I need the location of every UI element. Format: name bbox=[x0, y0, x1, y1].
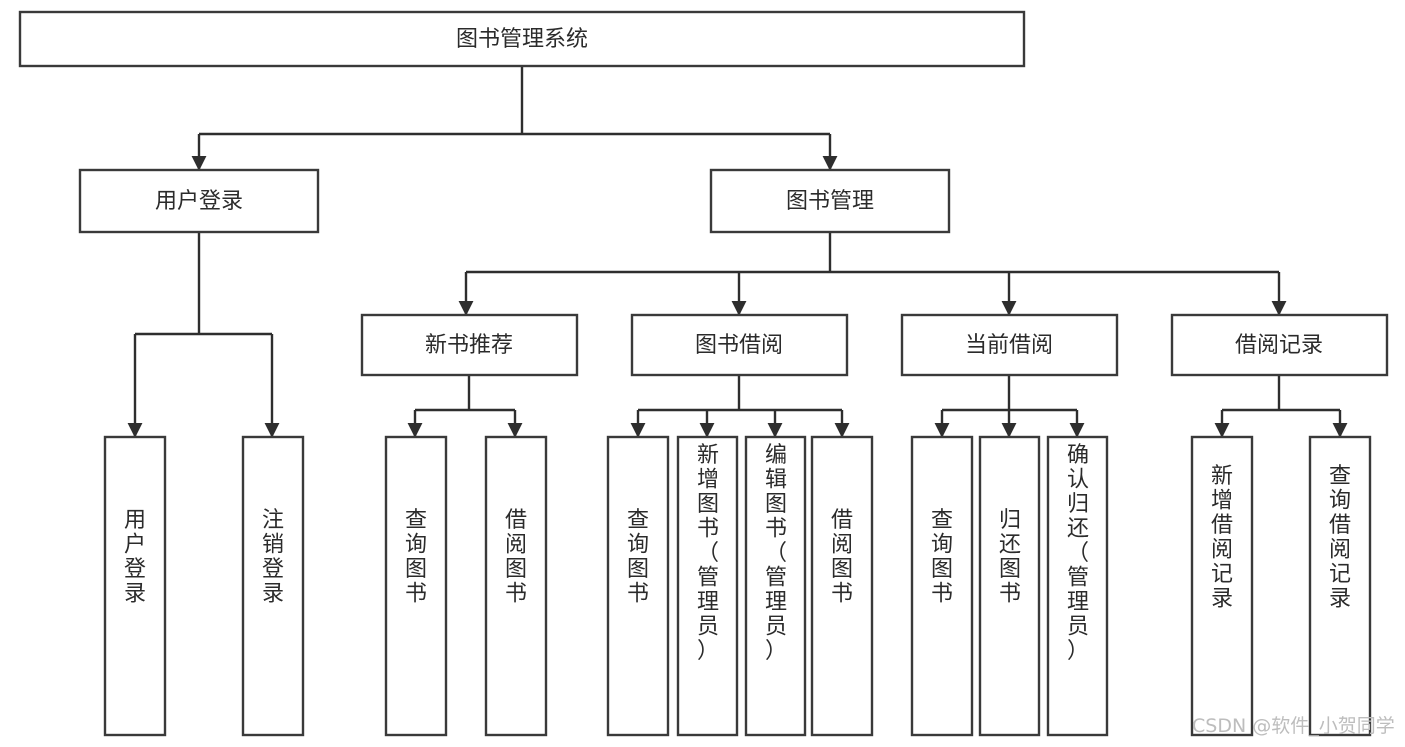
node-leaf-logout-login-box[interactable] bbox=[241, 435, 305, 737]
node-current-borrow[interactable]: 当前借阅 bbox=[900, 313, 1119, 377]
node-book-borrow-box[interactable] bbox=[630, 313, 849, 377]
node-leaf-logout-login[interactable]: 注销登录 bbox=[241, 435, 305, 737]
node-root[interactable]: 图书管理系统 bbox=[18, 10, 1026, 68]
node-leaf-user-login-box[interactable] bbox=[103, 435, 167, 737]
node-leaf-query-book-2-box[interactable] bbox=[606, 435, 670, 737]
node-leaf-edit-book[interactable]: 编辑图书（管理员） bbox=[744, 435, 807, 737]
node-book-management[interactable]: 图书管理 bbox=[709, 168, 951, 234]
node-new-book-recommend[interactable]: 新书推荐 bbox=[360, 313, 579, 377]
node-new-book-recommend-box[interactable] bbox=[360, 313, 579, 377]
node-leaf-borrow-book-2[interactable]: 借阅图书 bbox=[810, 435, 874, 737]
node-leaf-user-login[interactable]: 用户登录 bbox=[103, 435, 167, 737]
node-leaf-query-book-1-box[interactable] bbox=[384, 435, 448, 737]
node-leaf-add-book[interactable]: 新增图书（管理员） bbox=[676, 435, 739, 737]
node-current-borrow-label: 当前借阅 bbox=[965, 333, 1053, 358]
node-current-borrow-box[interactable] bbox=[900, 313, 1119, 377]
node-leaf-return-book-box[interactable] bbox=[978, 435, 1041, 737]
node-leaf-user-login-label: 用户登录 bbox=[124, 508, 146, 607]
node-book-borrow[interactable]: 图书借阅 bbox=[630, 313, 849, 377]
node-leaf-query-record[interactable]: 查询借阅记录 bbox=[1308, 435, 1372, 737]
node-user-login-box[interactable] bbox=[78, 168, 320, 234]
node-leaf-query-book-1[interactable]: 查询图书 bbox=[384, 435, 448, 737]
node-book-borrow-label: 图书借阅 bbox=[695, 333, 783, 358]
node-leaf-borrow-book-2-label: 借阅图书 bbox=[831, 508, 853, 607]
node-leaf-borrow-book-2-box[interactable] bbox=[810, 435, 874, 737]
node-leaf-borrow-book-1[interactable]: 借阅图书 bbox=[484, 435, 548, 737]
node-leaf-edit-book-label: 编辑图书（管理员） bbox=[765, 443, 787, 664]
connector-layer bbox=[127, 66, 1348, 438]
node-leaf-borrow-book-1-label: 借阅图书 bbox=[505, 508, 527, 607]
node-leaf-add-book-box[interactable] bbox=[676, 435, 739, 737]
node-leaf-query-record-label: 查询借阅记录 bbox=[1329, 464, 1351, 612]
node-book-management-box[interactable] bbox=[709, 168, 951, 234]
node-leaf-query-record-box[interactable] bbox=[1308, 435, 1372, 737]
node-leaf-edit-book-box[interactable] bbox=[744, 435, 807, 737]
node-leaf-query-book-2-label: 查询图书 bbox=[627, 508, 649, 607]
node-leaf-logout-login-label: 注销登录 bbox=[262, 508, 284, 607]
node-leaf-return-book[interactable]: 归还图书 bbox=[978, 435, 1041, 737]
node-leaf-add-record-label: 新增借阅记录 bbox=[1211, 464, 1233, 612]
node-leaf-add-record-box[interactable] bbox=[1190, 435, 1254, 737]
node-leaf-borrow-book-1-box[interactable] bbox=[484, 435, 548, 737]
node-leaf-add-book-label: 新增图书（管理员） bbox=[697, 443, 719, 664]
node-leaf-confirm-return-box[interactable] bbox=[1046, 435, 1109, 737]
csdn-watermark: CSDN @软件_小贺同学 bbox=[1192, 715, 1395, 737]
node-leaf-confirm-return-label: 确认归还（管理员） bbox=[1067, 443, 1089, 664]
node-leaf-query-book-3[interactable]: 查询图书 bbox=[910, 435, 974, 737]
node-borrow-record-label: 借阅记录 bbox=[1235, 333, 1323, 358]
node-book-management-label: 图书管理 bbox=[786, 189, 874, 214]
node-leaf-query-book-3-box[interactable] bbox=[910, 435, 974, 737]
node-user-login-label: 用户登录 bbox=[155, 189, 243, 214]
node-leaf-query-book-1-label: 查询图书 bbox=[405, 508, 427, 607]
node-leaf-confirm-return[interactable]: 确认归还（管理员） bbox=[1046, 435, 1109, 737]
node-borrow-record-box[interactable] bbox=[1170, 313, 1389, 377]
node-root-label: 图书管理系统 bbox=[456, 27, 588, 52]
node-leaf-add-record[interactable]: 新增借阅记录 bbox=[1190, 435, 1254, 737]
node-borrow-record[interactable]: 借阅记录 bbox=[1170, 313, 1389, 377]
node-leaf-query-book-3-label: 查询图书 bbox=[931, 508, 953, 607]
node-leaf-query-book-2[interactable]: 查询图书 bbox=[606, 435, 670, 737]
node-new-book-recommend-label: 新书推荐 bbox=[425, 333, 513, 358]
node-root-box[interactable] bbox=[18, 10, 1026, 68]
node-user-login[interactable]: 用户登录 bbox=[78, 168, 320, 234]
node-leaf-return-book-label: 归还图书 bbox=[999, 508, 1021, 607]
